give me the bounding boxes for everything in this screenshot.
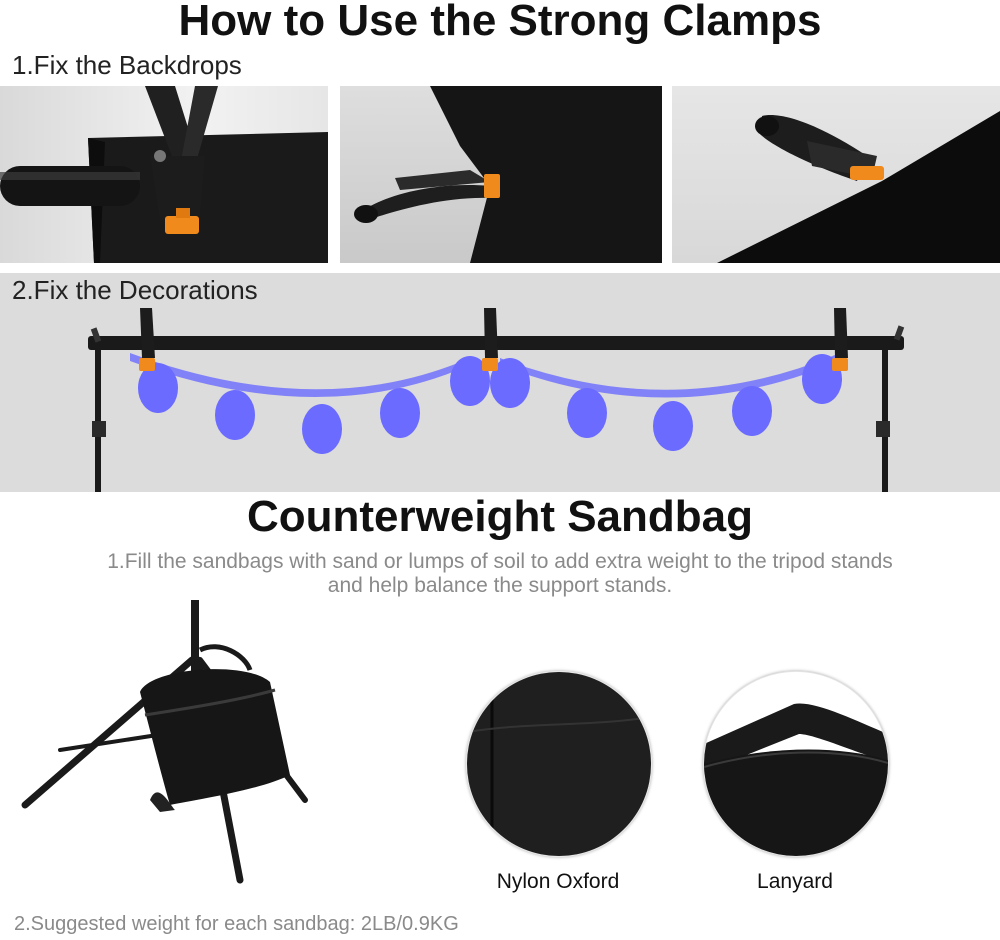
page-title: How to Use the Strong Clamps: [178, 0, 822, 45]
lanyard-closeup: [703, 671, 889, 857]
backdrop-photo-bar: [0, 86, 328, 263]
spring-clamp-icon: [717, 111, 1000, 263]
fill-description: 1.Fill the sandbags with sand or lumps o…: [107, 550, 893, 597]
lanyard-label: Lanyard: [757, 870, 833, 893]
backdrop-photo-side: [340, 86, 662, 263]
nylon-oxford-label: Nylon Oxford: [496, 870, 620, 893]
section-title: Counterweight Sandbag: [247, 492, 753, 541]
tripod-sandbag-photo: [0, 596, 330, 900]
spring-clamp-icon: [354, 86, 662, 263]
decorations-photo: [0, 273, 1000, 492]
step-1-label: 1.Fix the Backdrops: [12, 50, 242, 80]
sandbag-icon: [140, 644, 290, 812]
weight-note: 2.Suggested weight for each sandbag: 2LB…: [14, 913, 459, 935]
backdrop-photo-corner: [672, 86, 1000, 263]
step-2-label: 2.Fix the Decorations: [12, 275, 258, 305]
spring-clamp-icon: [139, 308, 848, 371]
bunting-banner-icon: [130, 353, 842, 454]
spring-clamp-icon: [0, 86, 328, 263]
nylon-oxford-closeup: [466, 671, 652, 857]
